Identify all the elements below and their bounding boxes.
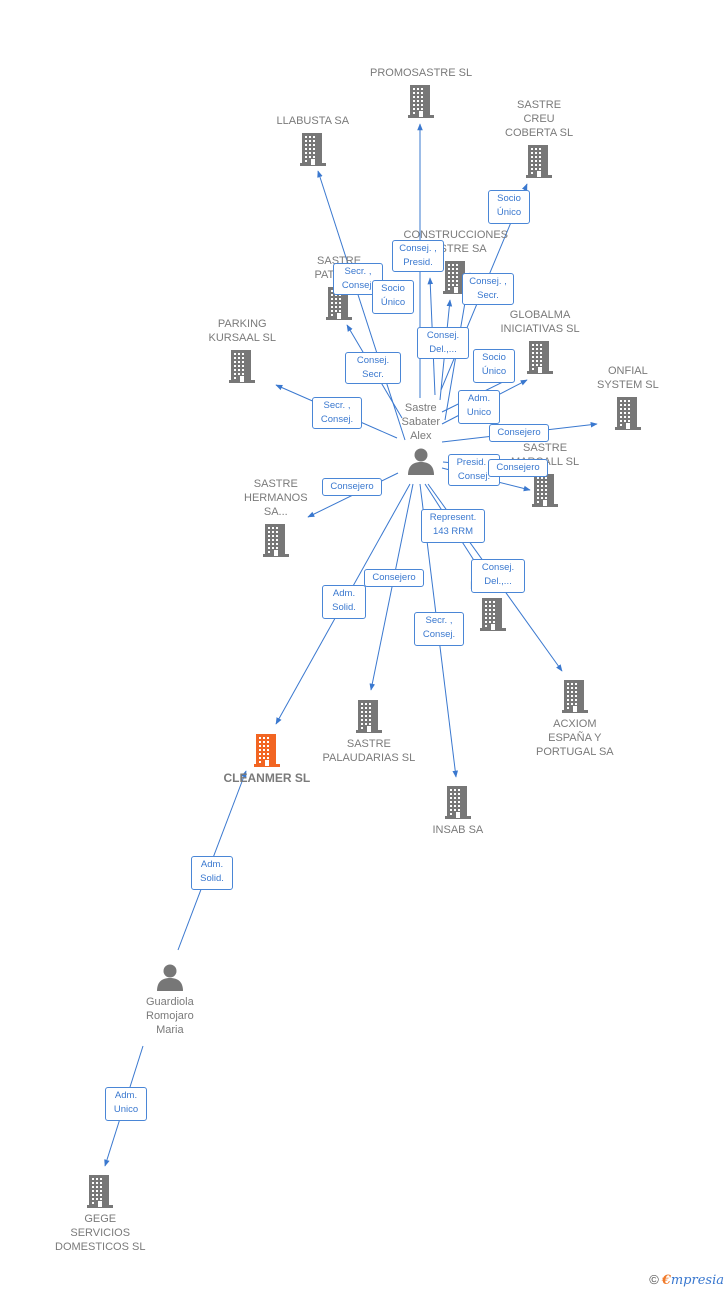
node-label: INSAB SA (432, 824, 484, 836)
relation-edge-sastre_alex-llabusta (317, 170, 406, 441)
company-node-promosastre[interactable]: PROMOSASTRE SL (370, 66, 472, 119)
building-icon (261, 522, 291, 558)
building-icon (443, 784, 473, 820)
node-label: CLEANMER SL (223, 771, 311, 785)
building-icon (85, 1173, 115, 1209)
company-node-llabusta[interactable]: LLABUSTA SA (276, 114, 350, 167)
building-icon (298, 131, 328, 167)
relation-label: Consej. , Secr. (462, 273, 514, 305)
company-node-sastre_creu[interactable]: SASTRE CREU COBERTA SL (505, 98, 573, 179)
node-label: PARKING KURSAAL SL (208, 318, 276, 344)
node-label: ACXIOM ESPAÑA Y PORTUGAL SA (536, 718, 614, 758)
relation-label: Represent. 143 RRM (421, 509, 485, 543)
company-node-onfial[interactable]: ONFIAL SYSTEM SL (597, 364, 659, 431)
relation-label: Socio Único (372, 280, 414, 314)
brand-name: mpresia (670, 1273, 724, 1288)
node-label: GLOBALMA INICIATIVAS SL (500, 309, 580, 335)
company-node-acxiom[interactable]: ACXIOM ESPAÑA Y PORTUGAL SA (536, 678, 614, 759)
building-icon (478, 596, 508, 632)
relation-label: Consejero (489, 424, 549, 442)
brand-footer: ©€mpresia (649, 1272, 724, 1288)
building-icon (354, 698, 384, 734)
company-node-gege[interactable]: GEGE SERVICIOS DOMESTICOS SL (55, 1173, 145, 1254)
company-node-cleanmer[interactable]: CLEANMER SL (223, 732, 311, 785)
relation-label: Secr. , Consej. (312, 397, 362, 429)
relation-label: Consejero (488, 459, 548, 477)
node-label: SASTRE HERMANOS SA... (244, 478, 308, 518)
copyright-symbol: © (649, 1272, 659, 1287)
company-node-palaudarias[interactable]: SASTRE PALAUDARIAS SL (322, 698, 416, 765)
building-icon (406, 83, 436, 119)
building-icon (227, 348, 257, 384)
building-icon (525, 339, 555, 375)
person-node-sastre_alex[interactable]: Sastre Sabater Alex (401, 401, 441, 476)
brand-logo-mark: € (661, 1273, 671, 1288)
relation-label: Adm. Unico (458, 390, 500, 424)
relation-label: Consej. Secr. (345, 352, 401, 384)
relation-label: Secr. , Consej. (414, 612, 464, 646)
relation-label: Consej. Del.,... (471, 559, 525, 593)
company-node-parking[interactable]: PARKING KURSAAL SL (209, 317, 276, 384)
relation-label: Consej. Del.,... (417, 327, 469, 359)
relation-label: Socio Único (473, 349, 515, 383)
building-icon (324, 285, 354, 321)
relation-label: Adm. Solid. (191, 856, 233, 890)
node-label: GEGE SERVICIOS DOMESTICOS SL (55, 1213, 146, 1253)
building-icon (613, 395, 643, 431)
node-label: PROMOSASTRE SL (370, 67, 473, 79)
relation-label: Consej. , Presid. (392, 240, 444, 272)
building-icon (524, 143, 554, 179)
relation-label: Consejero (364, 569, 424, 587)
company-node-globalma[interactable]: GLOBALMA INICIATIVAS SL (501, 308, 580, 375)
building-icon (441, 259, 471, 295)
building-icon (252, 732, 282, 768)
building-icon (530, 472, 560, 508)
relation-label: Consejero (322, 478, 382, 496)
node-label: SASTRE PALAUDARIAS SL (322, 738, 416, 764)
person-icon (406, 446, 436, 476)
person-icon (155, 962, 185, 992)
node-label: Guardiola Romojaro Maria (146, 996, 194, 1036)
relation-edge-sastre_alex-palaudarias (369, 483, 414, 691)
company-node-sastre_hermanos[interactable]: SASTRE HERMANOS SA... (244, 477, 308, 558)
node-label: Sastre Sabater Alex (401, 402, 441, 442)
node-label: ONFIAL SYSTEM SL (597, 365, 659, 391)
node-label: SASTRE CREU COBERTA SL (505, 99, 574, 139)
building-icon (560, 678, 590, 714)
relation-label: Socio Único (488, 190, 530, 224)
relation-label: Adm. Solid. (322, 585, 366, 619)
relation-label: Adm. Unico (105, 1087, 147, 1121)
person-node-guardiola[interactable]: Guardiola Romojaro Maria (146, 962, 194, 1037)
node-label: LLABUSTA SA (276, 115, 350, 127)
company-node-insab[interactable]: INSAB SA (432, 784, 484, 837)
